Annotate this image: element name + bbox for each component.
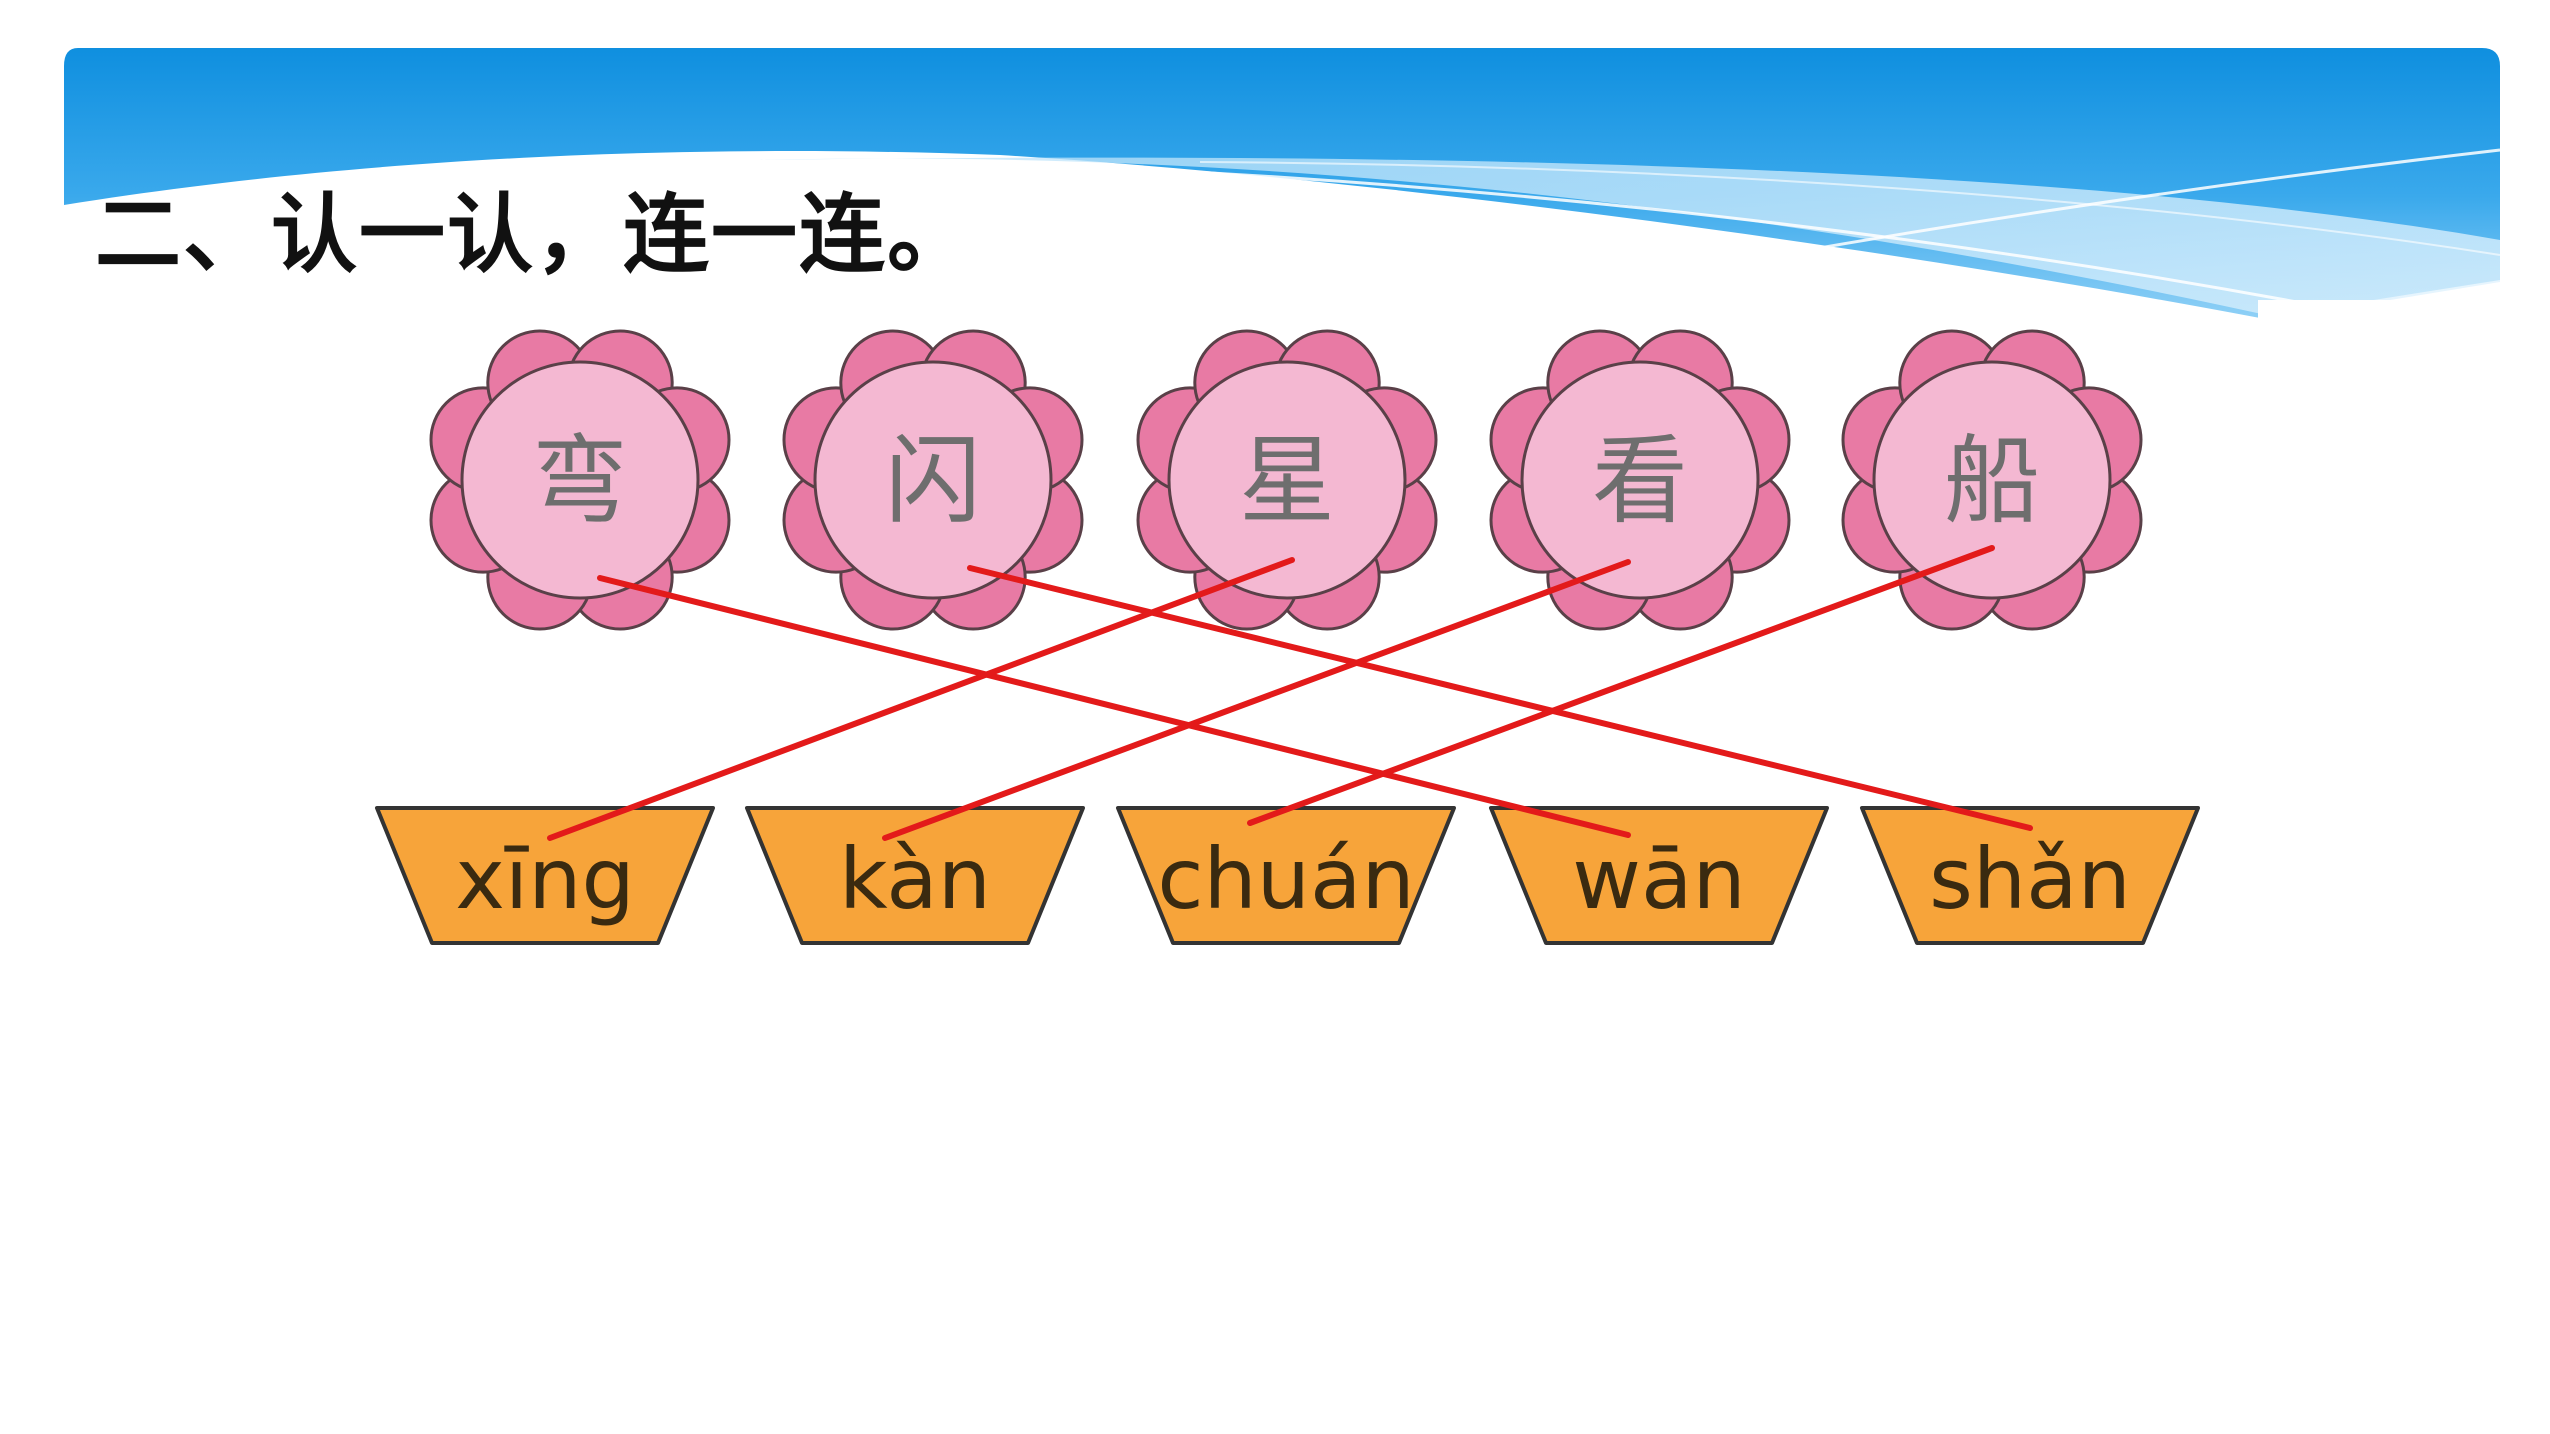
pinyin-label: shǎn — [1929, 830, 2131, 928]
basket-shape — [1860, 806, 2200, 945]
match-line-5 — [1247, 545, 1995, 826]
character-label: 看 — [1592, 425, 1688, 537]
match-line-3 — [547, 557, 1295, 841]
flower-3[interactable]: 星 — [1136, 329, 1438, 631]
pinyin-label: chuán — [1157, 830, 1414, 928]
exercise-title: 二、认一认，连一连。 — [95, 184, 975, 285]
flower-center — [1872, 360, 2112, 600]
flower-center — [460, 360, 700, 600]
flower-5[interactable]: 船 — [1841, 329, 2143, 631]
pinyin-basket-1[interactable]: xīng — [375, 806, 715, 945]
header-banner — [64, 48, 2501, 320]
flower-center — [1167, 360, 1407, 600]
pinyin-basket-5[interactable]: shǎn — [1860, 806, 2200, 945]
character-label: 弯 — [532, 425, 628, 537]
character-label: 闪 — [885, 425, 981, 537]
basket-shape — [1489, 806, 1829, 945]
flower-2[interactable]: 闪 — [782, 329, 1084, 631]
flower-4[interactable]: 看 — [1489, 329, 1791, 631]
pinyin-label: kàn — [839, 830, 991, 928]
match-line-4 — [882, 559, 1631, 841]
flower-center — [1520, 360, 1760, 600]
match-line-1 — [597, 575, 1631, 838]
character-label: 船 — [1944, 425, 2040, 537]
basket-shape — [1116, 806, 1456, 945]
flower-center — [813, 360, 1053, 600]
pinyin-basket-3[interactable]: chuán — [1116, 806, 1456, 945]
basket-shape — [375, 806, 715, 945]
character-label: 星 — [1239, 425, 1335, 537]
pinyin-basket-4[interactable]: wān — [1489, 806, 1829, 945]
pinyin-label: xīng — [455, 830, 635, 928]
flower-1[interactable]: 弯 — [429, 329, 731, 631]
pinyin-label: wān — [1572, 830, 1745, 928]
